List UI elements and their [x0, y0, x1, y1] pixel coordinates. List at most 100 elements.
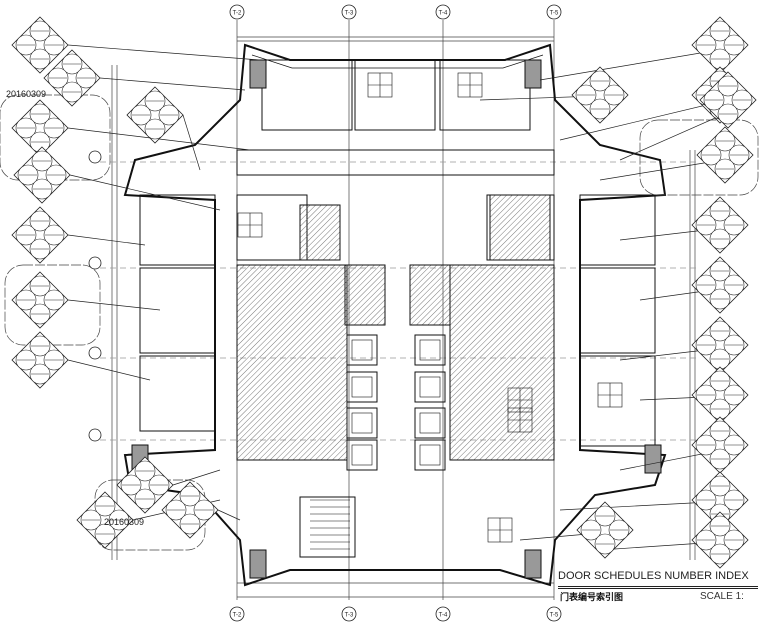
- door-tag: [691, 316, 749, 374]
- door-tag: [571, 66, 629, 124]
- hatched-core: [409, 264, 451, 326]
- door-tag-diamond: [11, 331, 69, 389]
- door-tag: [691, 471, 749, 529]
- grid-bubble: [435, 4, 451, 20]
- room: [139, 194, 216, 266]
- grid-bubble-label: T-4: [439, 11, 448, 17]
- revision-cloud: [639, 119, 759, 196]
- tag-leader: [69, 174, 221, 211]
- title-underline-2: [558, 588, 758, 589]
- door-tag: [161, 481, 219, 539]
- elevator: [346, 371, 378, 403]
- hatched-core: [449, 264, 555, 461]
- door-tag-diamond: [11, 16, 69, 74]
- door-tag-diamond: [696, 126, 754, 184]
- tag-leader: [67, 44, 261, 61]
- elevator: [414, 439, 446, 471]
- elevator: [414, 334, 446, 366]
- grid-bubble-label: T-3: [345, 11, 354, 17]
- door-tag-diamond: [161, 481, 219, 539]
- hatched-core: [344, 264, 386, 326]
- hatched-core: [299, 204, 341, 261]
- door-tag: [696, 126, 754, 184]
- elevator: [346, 334, 378, 366]
- door-tag: [691, 366, 749, 424]
- grid-row-bubble: [88, 346, 102, 360]
- elevator-car: [351, 376, 373, 398]
- tag-leader: [99, 77, 246, 91]
- door-tag: [11, 271, 69, 329]
- door-tag: [11, 16, 69, 74]
- elevator-car: [419, 376, 441, 398]
- door-tag-diamond: [571, 66, 629, 124]
- grid-bubble: [341, 606, 357, 622]
- grid-row-bubble: [88, 428, 102, 442]
- structural-column: [524, 549, 542, 579]
- door-tag-diamond: [576, 501, 634, 559]
- elevator-car: [351, 412, 373, 434]
- door-tag: [11, 331, 69, 389]
- elevator: [414, 407, 446, 439]
- room: [139, 355, 216, 432]
- elevator-car: [351, 339, 373, 361]
- door-tag: [43, 49, 101, 107]
- grid-bubble-label: T-5: [550, 11, 559, 17]
- elevator-car: [351, 444, 373, 466]
- tag-leader: [182, 114, 201, 171]
- room: [579, 194, 656, 266]
- tag-leader: [67, 359, 151, 381]
- grid-bubble-label: T-2: [233, 613, 242, 619]
- door-tag-diamond: [11, 271, 69, 329]
- door-tag-diamond: [116, 456, 174, 514]
- grid-row-bubble: [88, 256, 102, 270]
- door-tag: [691, 16, 749, 74]
- door-tag-diamond: [43, 49, 101, 107]
- door-tag-diamond: [76, 491, 134, 549]
- room: [139, 267, 216, 354]
- door-tag-diamond: [691, 256, 749, 314]
- door-tag: [11, 206, 69, 264]
- structural-column: [524, 59, 542, 89]
- tag-leader: [67, 234, 146, 246]
- room: [354, 59, 436, 131]
- grid-bubble-label: T-5: [550, 613, 559, 619]
- structural-column: [249, 59, 267, 89]
- structural-column: [644, 444, 662, 474]
- tag-leader: [172, 469, 221, 486]
- drawing-subtitle: 门表编号索引图: [560, 592, 624, 602]
- grid-bubble: [229, 606, 245, 622]
- door-tag: [691, 511, 749, 569]
- elevator-car: [419, 339, 441, 361]
- grid-bubble-label: T-3: [345, 613, 354, 619]
- door-tag: [13, 146, 71, 204]
- tag-leader: [217, 509, 241, 521]
- door-tag: [691, 416, 749, 474]
- door-tag: [691, 196, 749, 254]
- door-tag-diamond: [699, 71, 757, 129]
- elevator: [346, 407, 378, 439]
- drawing-title: DOOR SCHEDULES NUMBER INDEX: [558, 570, 749, 582]
- title-underline: [558, 586, 758, 587]
- elevator-car: [419, 412, 441, 434]
- door-tag-diamond: [691, 196, 749, 254]
- building-outline: [123, 43, 667, 587]
- curtain-wall: [251, 54, 544, 69]
- elevator-car: [419, 444, 441, 466]
- door-tag: [699, 71, 757, 129]
- room: [439, 59, 531, 131]
- grid-bubble: [546, 606, 562, 622]
- room: [579, 355, 656, 447]
- grid-row-bubble: [88, 150, 102, 164]
- revision-cloud-label-left: 20160309: [6, 89, 47, 99]
- room: [261, 59, 353, 131]
- room: [236, 194, 308, 261]
- door-tag-diamond: [11, 206, 69, 264]
- hatched-core: [489, 194, 551, 261]
- grid-bubble: [341, 4, 357, 20]
- door-tag: [576, 501, 634, 559]
- elevator: [346, 439, 378, 471]
- elevator: [414, 371, 446, 403]
- hatched-core: [236, 264, 348, 461]
- door-tag: [11, 99, 69, 157]
